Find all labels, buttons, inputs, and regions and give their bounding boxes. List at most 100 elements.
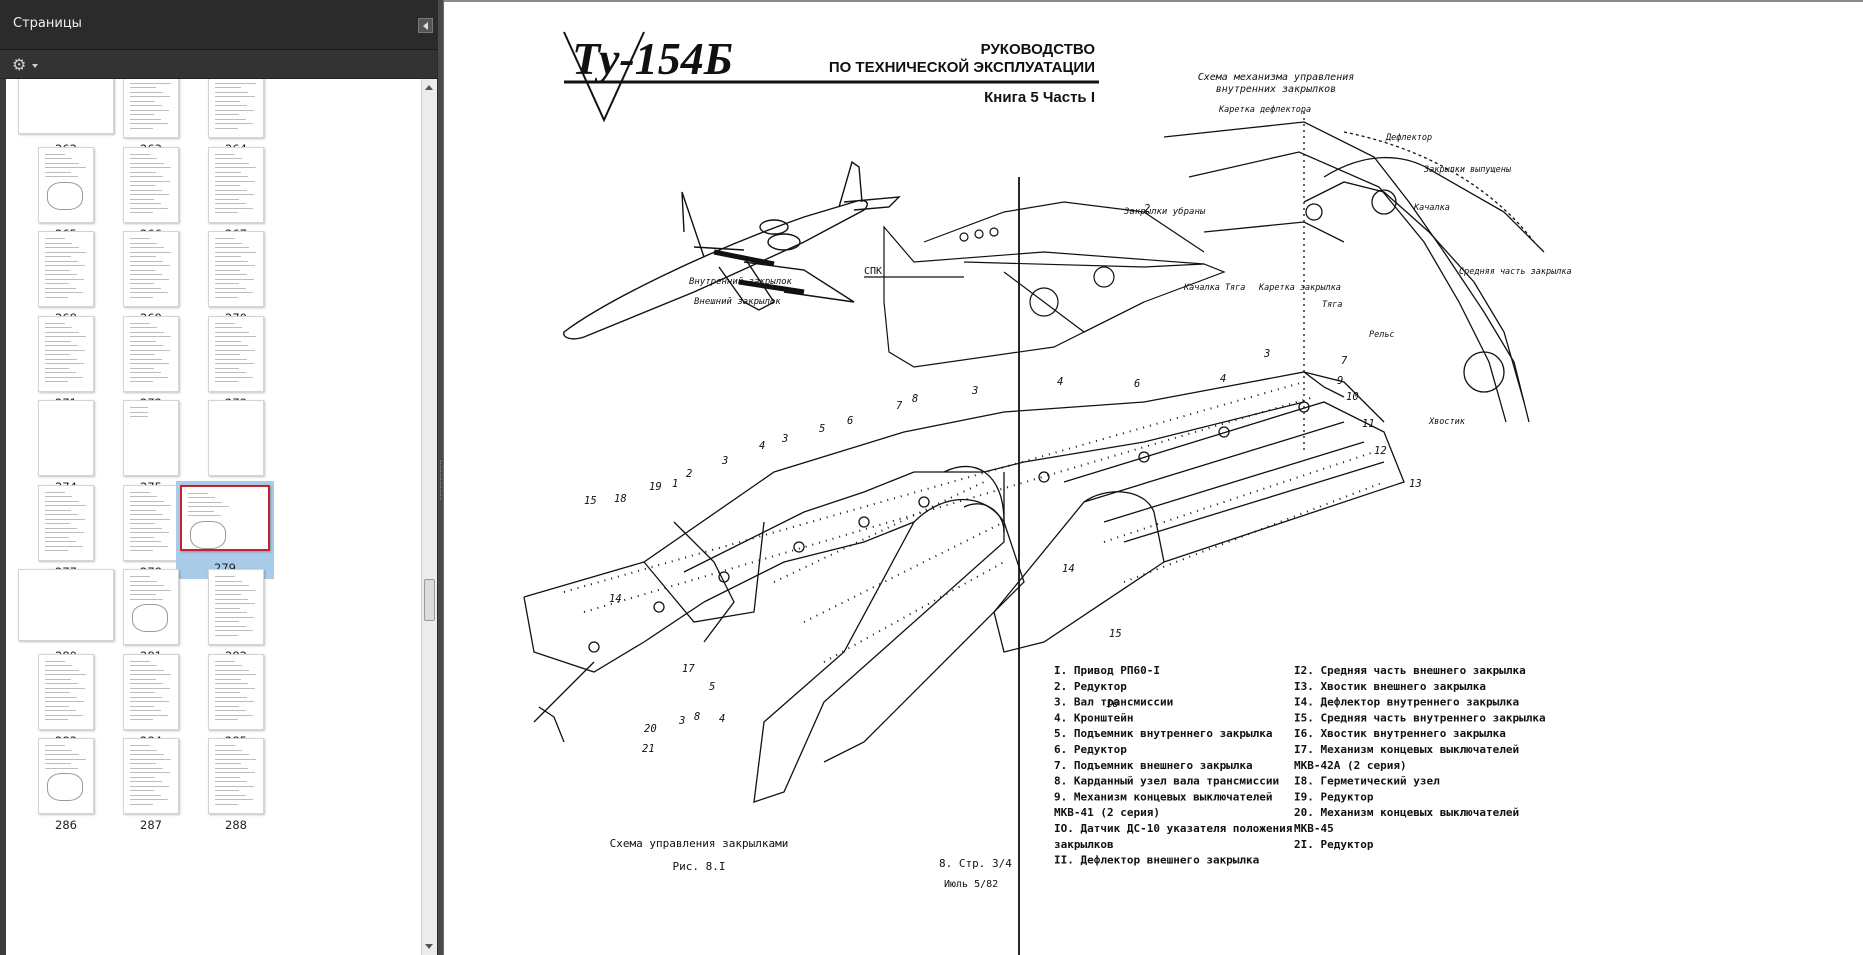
thumbnail-image xyxy=(123,146,179,223)
flap-assembly-drawing xyxy=(523,371,1405,803)
collapse-panel-button[interactable] xyxy=(418,18,433,33)
legend-right-item: I5. Средняя часть внутреннего закрылка xyxy=(1294,711,1546,724)
thumbnail-page-number: 286 xyxy=(55,818,77,832)
page-thumbnail-269[interactable]: 269 xyxy=(91,231,191,331)
label-rocker: Качалка xyxy=(1413,203,1450,213)
page-thumbnail-279[interactable]: 279 xyxy=(176,480,276,585)
page-thumbnail-265[interactable]: 265 xyxy=(6,146,106,247)
panel-splitter[interactable] xyxy=(437,0,444,955)
header-line-2: ПО ТЕХНИЧЕСКОЙ ЭКСПЛУАТАЦИИ xyxy=(829,58,1095,76)
page-reference: 8. Стр. 3/4 xyxy=(939,857,1012,870)
thumbnail-image xyxy=(38,738,94,814)
page-thumbnail-270[interactable]: 270 xyxy=(176,231,276,331)
page-thumbnail-283[interactable]: 283 xyxy=(6,653,106,754)
page-thumbnail-266[interactable]: 266 xyxy=(91,146,191,247)
page-thumbnail-288[interactable]: 288 xyxy=(176,738,276,838)
aircraft-sketch xyxy=(563,160,901,340)
thumbnail-image xyxy=(123,653,179,730)
callout-number: 4 xyxy=(1057,376,1063,388)
callout-number: 20 xyxy=(644,723,657,735)
thumbnail-image xyxy=(208,231,264,307)
thumbnail-image xyxy=(38,653,94,730)
scroll-down-arrow-icon[interactable] xyxy=(425,944,433,949)
chevron-down-icon xyxy=(32,64,38,68)
callout-number: 18 xyxy=(614,493,627,505)
legend-left-item: 4. Кронштейн xyxy=(1054,711,1133,724)
thumbnail-image xyxy=(208,146,264,223)
thumbnail-image xyxy=(208,400,264,476)
thumbnail-scrollbar[interactable] xyxy=(421,79,437,955)
scheme-title-1: Схема механизма управления xyxy=(1198,72,1355,83)
options-button[interactable]: ⚙ xyxy=(12,56,40,74)
legend-right-item: МКВ-42А (2 серия) xyxy=(1294,759,1407,772)
scroll-up-arrow-icon[interactable] xyxy=(425,85,433,90)
callout-number: 11 xyxy=(1362,418,1375,430)
page-thumbnail-273[interactable]: 273 xyxy=(176,315,276,416)
callout-number: 6 xyxy=(847,415,853,427)
callout-number: 2 xyxy=(686,468,692,480)
header-line-3: Книга 5 Часть I xyxy=(984,89,1095,106)
callout-number: 3 xyxy=(781,433,788,445)
callout-number: 3 xyxy=(721,455,728,467)
label-tail: Хвостик xyxy=(1428,417,1466,427)
label-rail: Рельс xyxy=(1369,330,1395,340)
page-thumbnail-278[interactable]: 278 xyxy=(91,484,191,585)
page-thumbnail-286[interactable]: 286 xyxy=(6,738,106,838)
document-view[interactable]: Ту-154Б РУКОВОДСТВО ПО ТЕХНИЧЕСКОЙ ЭКСПЛ… xyxy=(444,0,1863,955)
thumbnail-image xyxy=(208,315,264,392)
legend-right-item: I6. Хвостик внутреннего закрылка xyxy=(1294,727,1506,740)
page-thumbnail-285[interactable]: 285 xyxy=(176,653,276,754)
panel-title: Страницы xyxy=(13,16,82,31)
legend-right-item: I2. Средняя часть внешнего закрылка xyxy=(1294,664,1526,677)
header-line-1: РУКОВОДСТВО xyxy=(981,41,1096,58)
label-deflector: Дефлектор xyxy=(1385,133,1432,143)
callout-number: 3 xyxy=(678,715,685,727)
legend-left-item: 6. Редуктор xyxy=(1054,743,1127,756)
legend-left-item: МКВ-41 (2 серия) xyxy=(1054,806,1160,819)
legend-right-item: I4. Дефлектор внутреннего закрылка xyxy=(1294,696,1519,709)
legend-left-item: IO. Датчик ДС-10 указателя положения xyxy=(1054,822,1292,835)
callout-number: 4 xyxy=(719,713,725,725)
thumbnail-image xyxy=(123,738,179,814)
thumbnail-image xyxy=(38,231,94,307)
callout-number: 15 xyxy=(584,495,597,507)
thumbnail-image xyxy=(208,653,264,730)
scroll-thumb[interactable] xyxy=(424,579,435,621)
plane-label-outer: Внешний закрылок xyxy=(694,297,781,307)
page-thumbnail-287[interactable]: 287 xyxy=(91,738,191,838)
legend-right-item: I7. Механизм концевых выключателей xyxy=(1294,743,1519,756)
page-thumbnail-284[interactable]: 284 xyxy=(91,653,191,754)
thumbnail-list[interactable]: 2622632642652662672682692702712722732742… xyxy=(6,79,421,955)
callout-number: 12 xyxy=(1374,445,1387,457)
legend-right-item: I8. Герметический узел xyxy=(1294,775,1440,788)
legend-left-item: закрылков xyxy=(1054,838,1114,851)
thumbnail-image xyxy=(38,400,94,476)
callout-number: 14 xyxy=(1062,563,1075,575)
thumbnail-image xyxy=(123,569,179,645)
callout-number: 4 xyxy=(1220,373,1226,385)
plane-label-inner: Внутренний закрылок xyxy=(689,277,793,287)
callout-number: 9 xyxy=(1337,375,1343,387)
callout-number: 3 xyxy=(1263,348,1270,360)
label-beam: Тяга xyxy=(1322,300,1342,310)
callout-number: 7 xyxy=(896,400,903,412)
legend-right-item: I9. Редуктор xyxy=(1294,790,1374,803)
document-page: Ту-154Б РУКОВОДСТВО ПО ТЕХНИЧЕСКОЙ ЭКСПЛ… xyxy=(523,31,1572,955)
legend-right-item: МКВ-45 xyxy=(1294,822,1334,835)
thumbnail-image xyxy=(208,79,264,138)
legend-left-item: I. Привод РП60-I xyxy=(1054,664,1160,677)
thumbnail-image xyxy=(123,315,179,392)
thumbnail-image xyxy=(208,738,264,814)
legend-left-item: 5. Подъемник внутреннего закрылка xyxy=(1054,727,1273,740)
legend-right-item: 20. Механизм концевых выключателей xyxy=(1294,806,1519,819)
label-rocker-bar: Качалка Тяга xyxy=(1183,283,1245,293)
page-thumbnail-267[interactable]: 267 xyxy=(176,146,276,247)
splitter-grip xyxy=(440,460,442,500)
thumbnail-image xyxy=(123,231,179,307)
legend-left-item: 7. Подъемник внешнего закрылка xyxy=(1054,759,1253,772)
panel-toolbar: ⚙ xyxy=(0,50,437,79)
thumbnail-image xyxy=(18,79,114,134)
